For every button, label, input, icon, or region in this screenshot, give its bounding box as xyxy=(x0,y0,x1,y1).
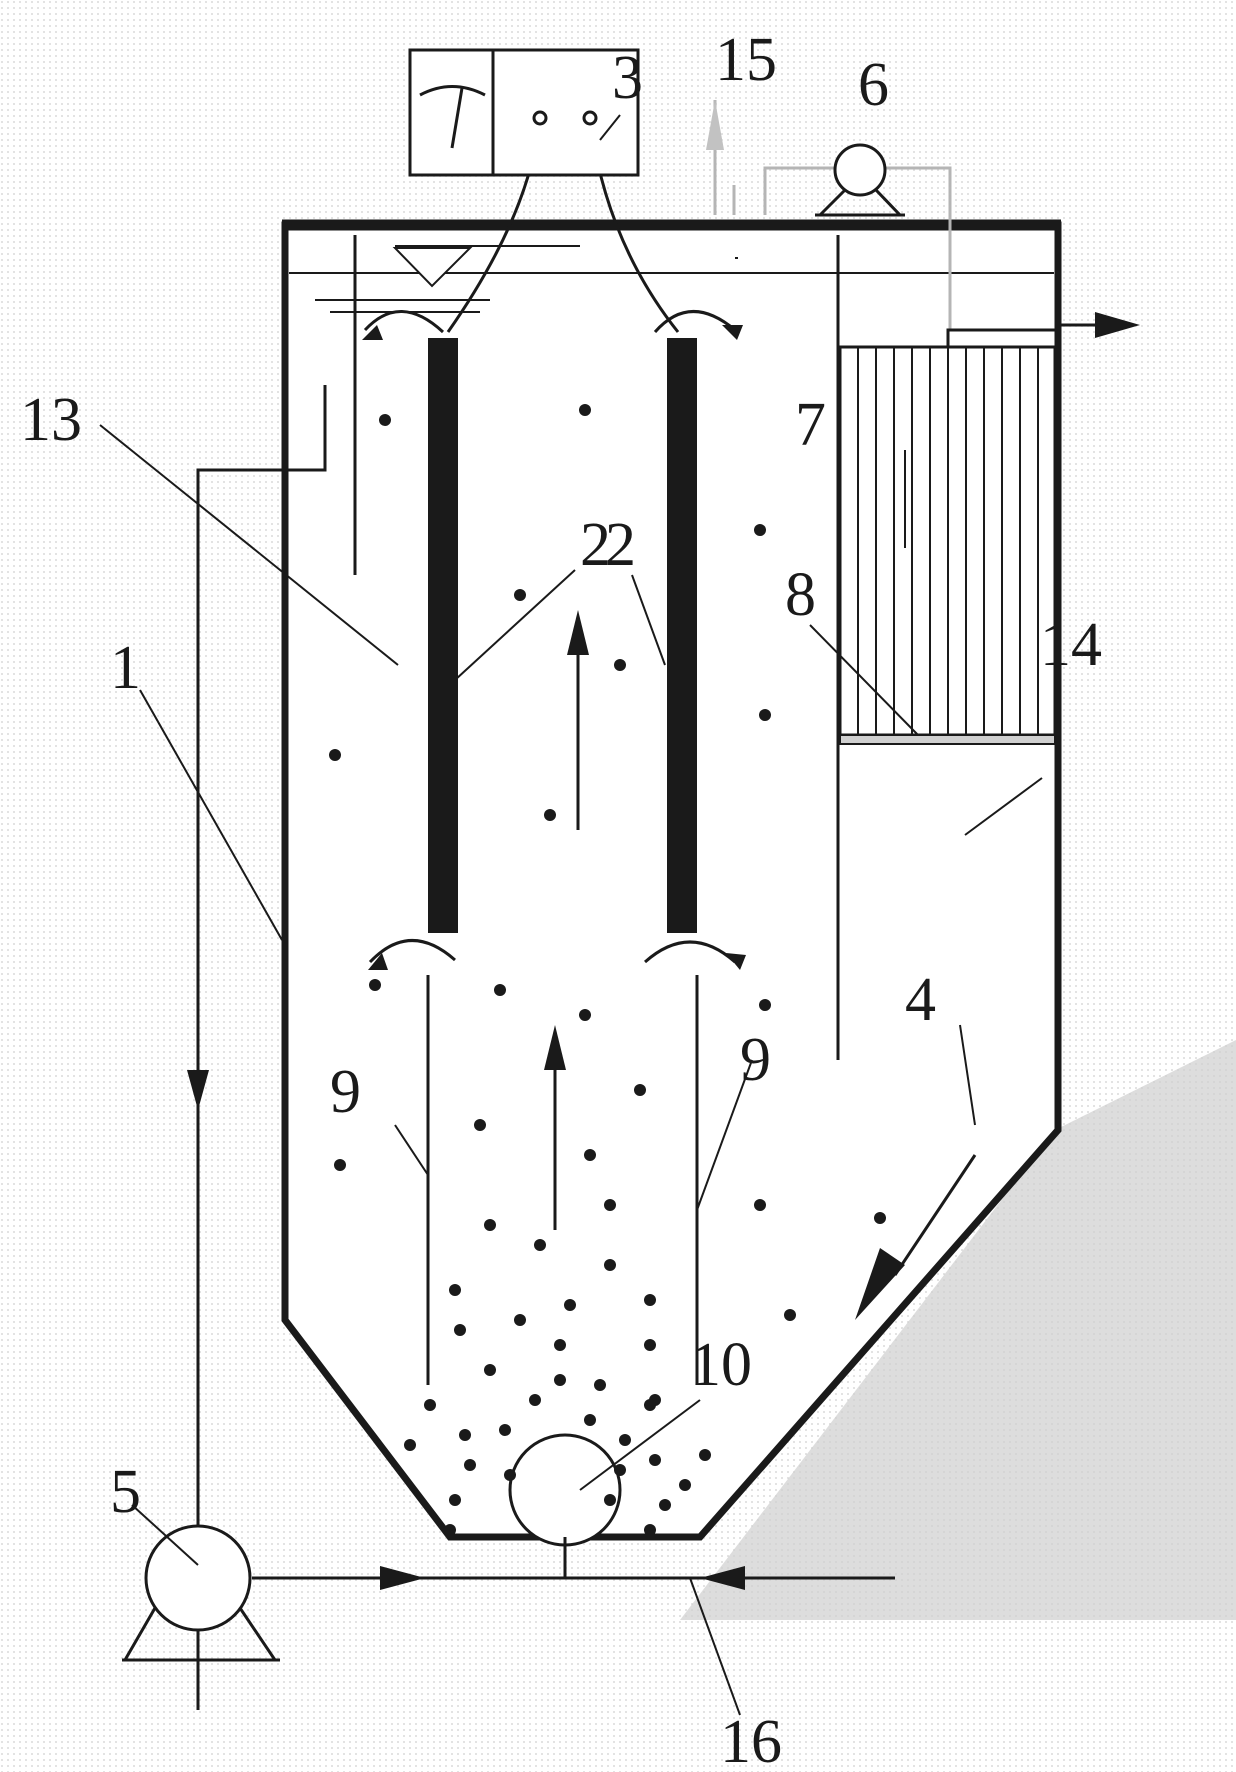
terminal-right-icon xyxy=(582,110,598,126)
carrier-particle xyxy=(329,749,341,761)
carrier-particle xyxy=(369,979,381,991)
carrier-particle xyxy=(404,1439,416,1451)
label-3: 3 xyxy=(612,44,643,112)
effluent-arrow xyxy=(1095,312,1140,338)
carrier-particle xyxy=(754,1199,766,1211)
carrier-particle xyxy=(444,1524,456,1536)
inlet-arrow-right xyxy=(380,1566,425,1590)
water-level-marker xyxy=(392,247,473,288)
carrier-particle xyxy=(449,1494,461,1506)
carrier-particle xyxy=(604,1259,616,1271)
carrier-particle xyxy=(564,1299,576,1311)
carrier-particle xyxy=(499,1424,511,1436)
terminal-left-icon xyxy=(532,110,548,126)
carrier-particle xyxy=(554,1374,566,1386)
label-9-left: 9 xyxy=(330,1058,361,1126)
flow-arcs xyxy=(363,310,736,964)
carrier-particle xyxy=(474,1119,486,1131)
gauge-needle-icon xyxy=(450,87,464,149)
carrier-particle xyxy=(459,1429,471,1441)
riser-plate-right xyxy=(667,338,697,933)
label-2-right: 2 xyxy=(605,511,636,579)
carrier-particle xyxy=(644,1294,656,1306)
label-7: 7 xyxy=(795,391,826,459)
aerator-10 xyxy=(508,1433,622,1547)
gauge-dial-icon xyxy=(419,85,486,97)
shaded-region xyxy=(680,1040,1236,1620)
carrier-particles xyxy=(329,404,886,1536)
carrier-particle xyxy=(604,1199,616,1211)
carrier-particle xyxy=(614,659,626,671)
carrier-particle xyxy=(424,1399,436,1411)
carrier-particle xyxy=(504,1469,516,1481)
exhaust-fan-6 xyxy=(833,143,887,197)
carrier-particle xyxy=(619,1434,631,1446)
label-9-right: 9 xyxy=(740,1026,771,1094)
carrier-particle xyxy=(874,1212,886,1224)
label-1: 1 xyxy=(110,634,141,702)
power-controller xyxy=(408,48,640,177)
carrier-particle xyxy=(529,1394,541,1406)
carrier-particle xyxy=(449,1284,461,1296)
carrier-particle xyxy=(484,1219,496,1231)
carrier-particle xyxy=(584,1149,596,1161)
carrier-particle xyxy=(544,809,556,821)
carrier-particle xyxy=(464,1459,476,1471)
label-8: 8 xyxy=(785,561,816,629)
carrier-particle xyxy=(514,589,526,601)
label-6: 6 xyxy=(858,51,889,119)
outlet-weir xyxy=(946,328,1058,347)
label-5: 5 xyxy=(110,1458,141,1526)
carrier-particle xyxy=(649,1454,661,1466)
pump-base xyxy=(122,1607,280,1662)
settling-arrow xyxy=(893,1154,977,1276)
gas-arrow-faint xyxy=(706,100,724,150)
carrier-particle xyxy=(644,1339,656,1351)
carrier-particle xyxy=(679,1479,691,1491)
carrier-particle xyxy=(494,984,506,996)
carrier-particle xyxy=(579,404,591,416)
settling-arrowhead xyxy=(855,1248,905,1320)
leader-lines xyxy=(99,114,1043,1716)
label-15: 15 xyxy=(715,26,777,94)
carrier-particle xyxy=(594,1379,606,1391)
carrier-particle xyxy=(514,1314,526,1326)
recirculation-arrow xyxy=(187,1070,209,1110)
inlet-arrow-left xyxy=(700,1566,745,1590)
label-13: 13 xyxy=(20,386,82,454)
tube-settler-lines xyxy=(857,347,1039,735)
recirculation-pump-5 xyxy=(144,1524,252,1632)
label-2-left: 2 xyxy=(580,511,611,579)
carrier-particle xyxy=(644,1524,656,1536)
carrier-particle xyxy=(584,1414,596,1426)
carrier-particle xyxy=(759,999,771,1011)
label-16: 16 xyxy=(720,1708,782,1772)
carrier-particle xyxy=(759,709,771,721)
support-plate-8 xyxy=(839,734,1056,745)
upflow-arrowhead-bottom xyxy=(544,1025,566,1070)
carrier-particle xyxy=(754,524,766,536)
carrier-particle xyxy=(379,414,391,426)
riser-plate-left xyxy=(428,338,458,933)
carrier-particle xyxy=(534,1239,546,1251)
carrier-particle xyxy=(334,1159,346,1171)
label-4: 4 xyxy=(905,966,936,1034)
carrier-particle xyxy=(579,1009,591,1021)
exhaust-fan-base xyxy=(815,188,905,217)
carrier-particle xyxy=(604,1494,616,1506)
label-10: 10 xyxy=(690,1331,752,1399)
label-14: 14 xyxy=(1040,611,1102,679)
flow-arrowheads xyxy=(362,325,746,970)
carrier-particle xyxy=(699,1449,711,1461)
carrier-particle xyxy=(644,1399,656,1411)
carrier-particle xyxy=(454,1324,466,1336)
carrier-particle xyxy=(784,1309,796,1321)
carrier-particle xyxy=(554,1339,566,1351)
carrier-particle xyxy=(659,1499,671,1511)
carrier-particle xyxy=(614,1464,626,1476)
upflow-arrowhead-top xyxy=(567,610,589,655)
carrier-particle xyxy=(634,1084,646,1096)
carrier-particle xyxy=(484,1364,496,1376)
